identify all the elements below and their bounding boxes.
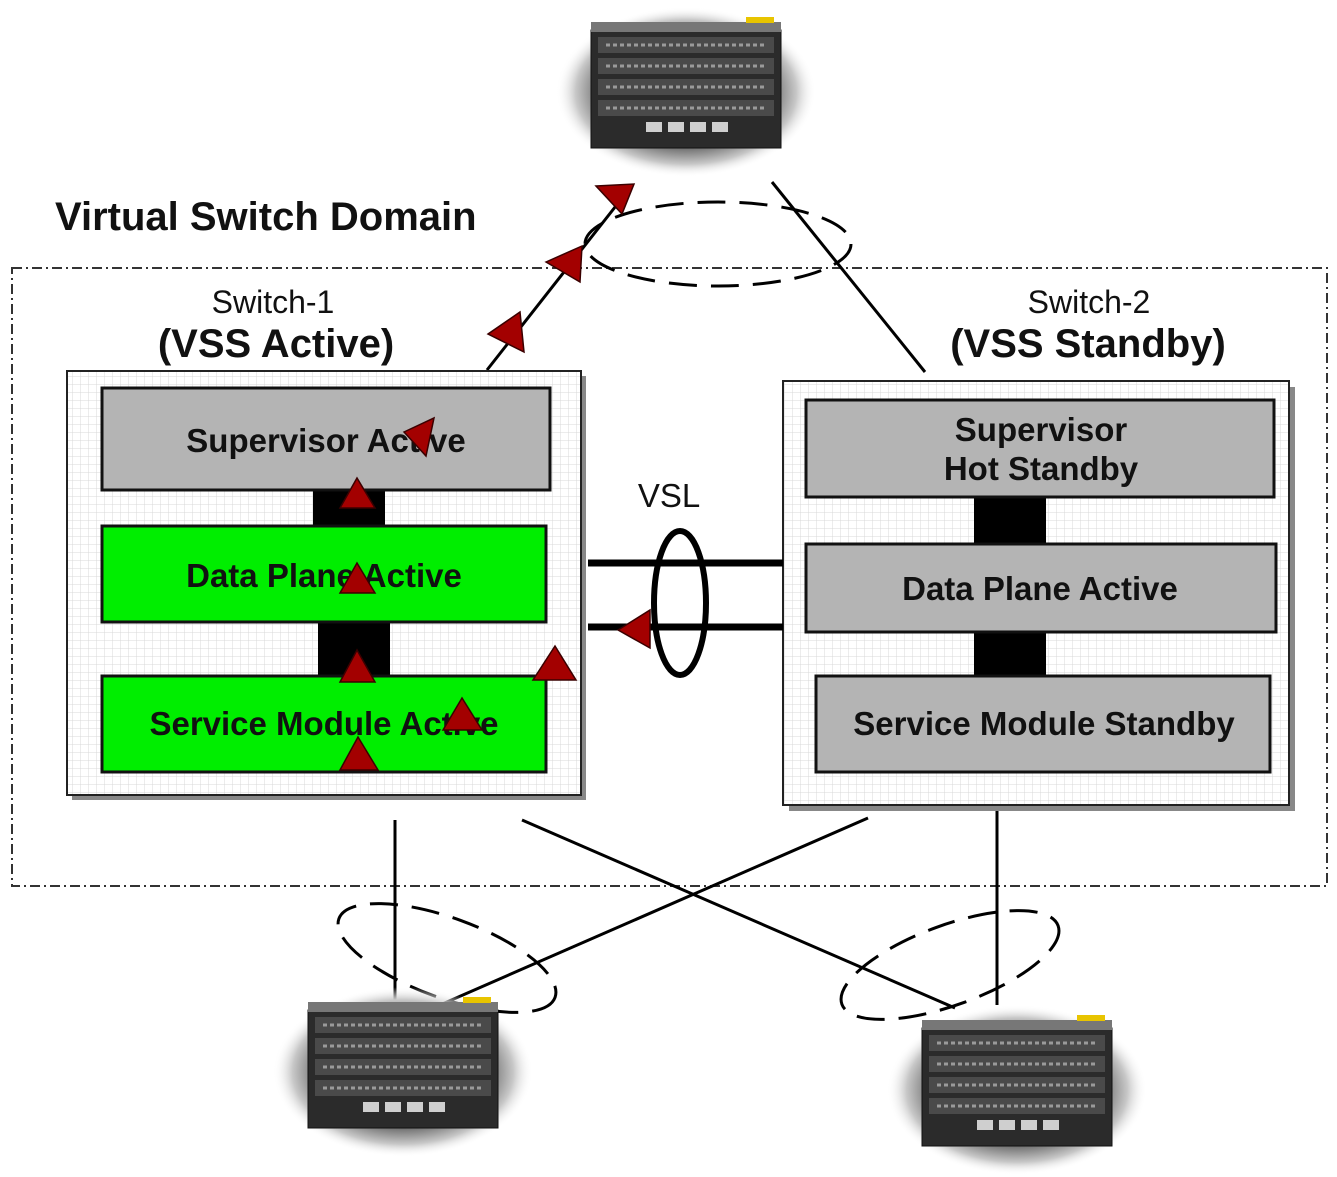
switch2-backplane-upper	[974, 497, 1046, 545]
downlink-s2-left	[439, 816, 869, 1007]
downlink-s1-right	[521, 818, 956, 1010]
vsl-label: VSL	[638, 477, 700, 514]
bottom-right-etherchannel-ellipse	[839, 909, 1061, 1021]
switch2-service-module-label: Service Module Standby	[853, 705, 1235, 742]
traffic-flow-arrow-icon	[338, 476, 377, 509]
switch-chassis-icon	[885, 1003, 1149, 1177]
traffic-flow-arrow-icon	[594, 183, 636, 216]
switch2-backplane-lower	[974, 632, 1046, 676]
switch1-data-plane-label: Data Plane Active	[186, 557, 462, 594]
switch2-supervisor-label-line2: Hot Standby	[944, 450, 1139, 487]
traffic-flow-arrow-icon	[544, 244, 583, 284]
switch1-role: (VSS Active)	[158, 322, 394, 366]
virtual-switch-domain-boundary	[11, 267, 1328, 887]
traffic-flow-arrow-icon	[486, 310, 525, 354]
switch2-supervisor-box	[804, 398, 1276, 499]
switch1-service-module-label: Service Module Active	[149, 705, 498, 742]
switch2-data-plane-box	[804, 542, 1278, 634]
switch2-supervisor-label-line1: Supervisor	[955, 411, 1128, 448]
switch2-role: (VSS Standby)	[950, 322, 1226, 366]
switch2-data-plane-label: Data Plane Active	[902, 570, 1178, 607]
domain-title: Virtual Switch Domain	[55, 195, 477, 239]
switch1-name: Switch-1	[212, 284, 335, 320]
traffic-flow-arrow-icon	[531, 644, 578, 681]
traffic-flow-arrow-icon	[338, 648, 377, 683]
traffic-flow-arrow-icon	[402, 416, 436, 458]
vsl-bundle-ellipse	[651, 528, 709, 678]
switch-chassis-icon	[554, 5, 818, 179]
switch-chassis-icon	[271, 985, 535, 1159]
switch1-supervisor-box	[100, 386, 552, 492]
switch1-data-plane-box	[100, 524, 548, 624]
top-etherchannel-ellipse	[583, 200, 853, 288]
traffic-flow-arrow-icon	[616, 608, 651, 650]
uplink-switch2	[770, 181, 927, 373]
traffic-flow-arrow-icon	[338, 735, 380, 771]
switch2-name: Switch-2	[1028, 284, 1151, 320]
traffic-flow-arrow-icon	[441, 696, 484, 731]
traffic-flow-arrows	[338, 183, 651, 771]
switch2-service-module-box	[814, 674, 1272, 774]
traffic-flow-arrow-icon	[338, 561, 377, 594]
